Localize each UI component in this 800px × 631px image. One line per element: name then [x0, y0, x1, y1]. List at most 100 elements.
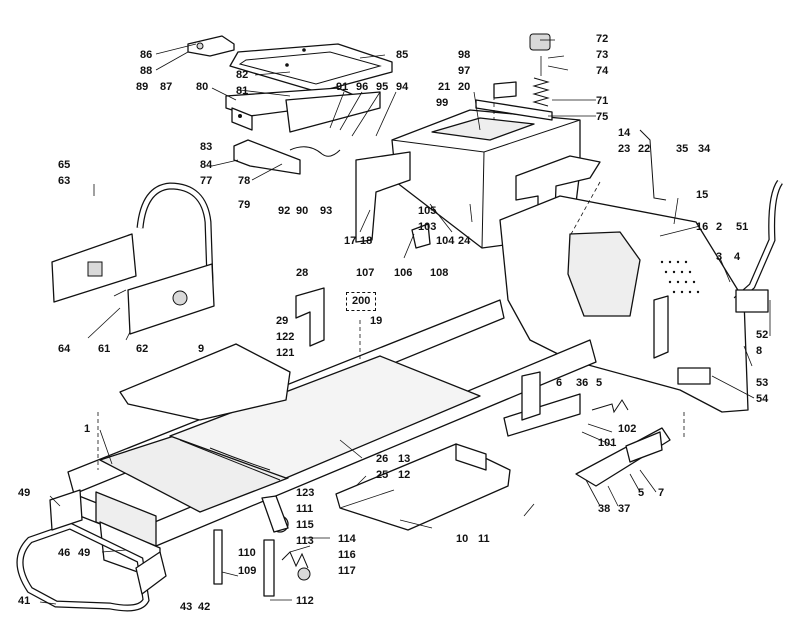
label-114: 114: [338, 533, 356, 545]
bracket-small: [187, 35, 235, 57]
label-46: 46: [58, 547, 71, 559]
label-65: 65: [58, 159, 71, 171]
label-43: 43: [180, 601, 193, 613]
label-41: 41: [18, 595, 31, 607]
label-108: 108: [430, 267, 449, 279]
label-28: 28: [296, 267, 309, 279]
label-38: 38: [598, 503, 611, 515]
label-93: 93: [320, 205, 333, 217]
label-1: 1: [84, 423, 91, 435]
label-88: 88: [140, 65, 153, 77]
label-95: 95: [376, 81, 389, 93]
label-77: 77: [200, 175, 213, 187]
label-29: 29: [276, 315, 289, 327]
label-98: 98: [458, 49, 471, 61]
label-19: 19: [370, 315, 383, 327]
label-72: 72: [596, 33, 609, 45]
label-11: 11: [478, 533, 490, 545]
label-89: 89: [136, 81, 149, 93]
pedal-shaft: [213, 495, 311, 597]
label-113: 113: [296, 535, 314, 547]
label-36: 36: [576, 377, 589, 389]
label-3: 3: [716, 251, 723, 263]
label-54: 54: [756, 393, 769, 405]
label-78: 78: [238, 175, 251, 187]
label-62: 62: [136, 343, 149, 355]
label-42: 42: [198, 601, 211, 613]
label-116: 116: [338, 549, 356, 561]
label-5-upper: 5: [596, 377, 603, 389]
label-23: 23: [618, 143, 631, 155]
label-80: 80: [196, 81, 209, 93]
pedal-bracket: [233, 139, 341, 175]
label-107: 107: [356, 267, 375, 279]
callout-200: 200: [346, 292, 377, 311]
seat-plate: [229, 43, 393, 93]
label-51: 51: [736, 221, 749, 233]
label-123: 123: [296, 487, 315, 499]
label-49-upper: 49: [18, 487, 31, 499]
label-63: 63: [58, 175, 71, 187]
label-7: 7: [658, 487, 665, 499]
label-87: 87: [160, 81, 173, 93]
leader-lines: [39, 39, 771, 605]
label-109: 109: [238, 565, 257, 577]
label-26: 26: [376, 453, 389, 465]
label-104: 104: [436, 235, 455, 247]
label-91: 91: [336, 81, 349, 93]
label-79: 79: [238, 199, 251, 211]
label-105: 105: [418, 205, 437, 217]
label-22: 22: [638, 143, 651, 155]
label-5-lower: 5: [638, 487, 645, 499]
label-52: 52: [756, 329, 769, 341]
label-96: 96: [356, 81, 369, 93]
label-122: 122: [276, 331, 295, 343]
label-121: 121: [276, 347, 295, 359]
label-71: 71: [596, 95, 609, 107]
label-85: 85: [396, 49, 409, 61]
label-61: 61: [98, 343, 111, 355]
label-81: 81: [236, 85, 249, 97]
label-14: 14: [618, 127, 631, 139]
label-92: 92: [278, 205, 291, 217]
footrest-left: [119, 343, 291, 421]
spring-stack: [529, 33, 551, 107]
label-9: 9: [198, 343, 205, 355]
side-panel: [355, 151, 411, 243]
label-94: 94: [396, 81, 409, 93]
label-90: 90: [296, 205, 309, 217]
label-83: 83: [200, 141, 213, 153]
label-110: 110: [238, 547, 256, 559]
label-117: 117: [338, 565, 356, 577]
label-82: 82: [236, 69, 249, 81]
label-24: 24: [458, 235, 471, 247]
label-103: 103: [418, 221, 437, 233]
seat-rail: [225, 87, 381, 133]
rear-bracket-upper: [503, 393, 629, 437]
label-12: 12: [398, 469, 411, 481]
label-8: 8: [756, 345, 763, 357]
main-chassis-frame: [67, 299, 597, 581]
label-112: 112: [296, 595, 314, 607]
lift-lever: [733, 179, 784, 313]
label-37: 37: [618, 503, 631, 515]
label-86: 86: [140, 49, 153, 61]
label-74: 74: [596, 65, 609, 77]
label-111: 111: [296, 503, 314, 515]
label-4: 4: [734, 251, 741, 263]
label-102: 102: [618, 423, 637, 435]
label-84: 84: [200, 159, 213, 171]
label-115: 115: [296, 519, 314, 531]
label-106: 106: [394, 267, 413, 279]
small-hardware: [295, 81, 669, 421]
label-99: 99: [436, 97, 449, 109]
label-6: 6: [556, 377, 563, 389]
label-35: 35: [676, 143, 689, 155]
label-13: 13: [398, 453, 411, 465]
label-15: 15: [696, 189, 709, 201]
label-10: 10: [456, 533, 469, 545]
rear-bracket-lower: [575, 427, 671, 487]
label-101: 101: [598, 437, 617, 449]
label-49-lower: 49: [78, 547, 91, 559]
